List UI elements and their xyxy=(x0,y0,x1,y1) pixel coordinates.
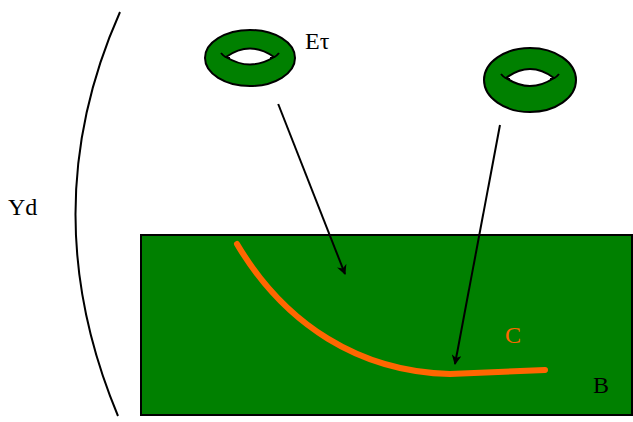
text-holder: Eτ xyxy=(305,28,329,56)
torus-figure xyxy=(484,48,576,112)
fiber-arrow xyxy=(278,104,345,274)
node-label: Eτ xyxy=(305,28,329,56)
fiber-arrow xyxy=(455,125,500,364)
base-fill xyxy=(140,234,633,416)
base-region: B xyxy=(140,234,633,416)
curve-c xyxy=(237,244,545,374)
bracket-curve xyxy=(75,12,120,416)
node-label: B xyxy=(593,372,609,400)
space-label: Yd xyxy=(8,194,37,222)
text-holder: B xyxy=(593,372,609,400)
label-holder: Yd xyxy=(8,194,37,222)
torus-outline xyxy=(203,28,297,88)
torus-fiber: Eτ xyxy=(203,28,297,88)
curve-label: C xyxy=(505,322,521,350)
label-holder: C xyxy=(505,322,521,350)
